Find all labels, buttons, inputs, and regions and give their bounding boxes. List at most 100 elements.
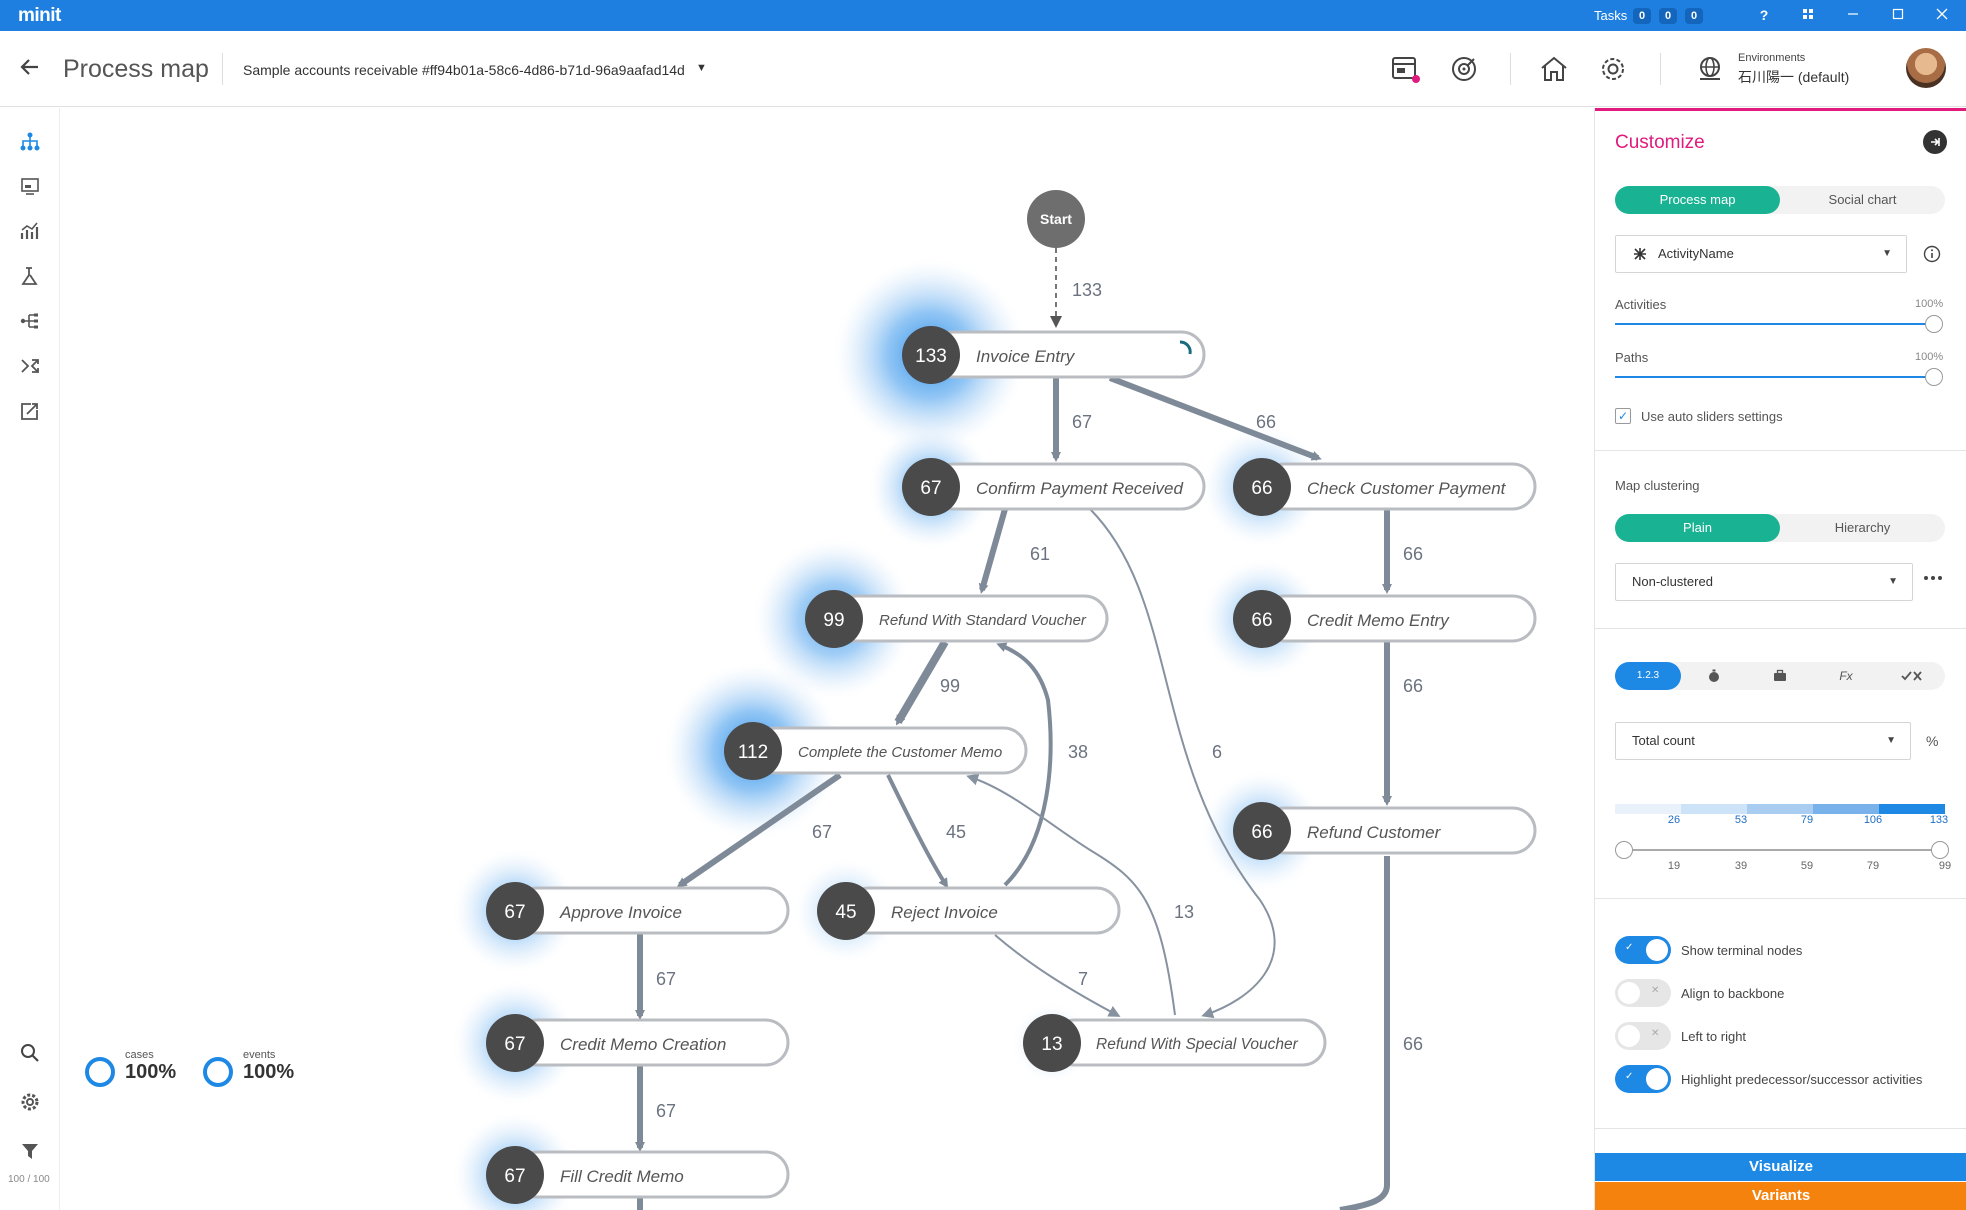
measure-select[interactable]: Total count ▼ <box>1615 722 1911 760</box>
minimize-button[interactable] <box>1841 5 1865 25</box>
range-slider-max-handle[interactable] <box>1931 841 1949 859</box>
activity-icon <box>1634 248 1646 260</box>
node-label: Credit Memo Entry <box>1307 611 1450 630</box>
cases-ring <box>85 1057 115 1087</box>
panel-accent-line <box>1595 108 1966 111</box>
highlight-activities-toggle[interactable]: ✓ <box>1615 1065 1671 1093</box>
tab-process-map[interactable]: Process map <box>1615 186 1780 214</box>
environment-value[interactable]: 石川陽一 (default) <box>1738 69 1850 85</box>
range-slider-min-handle[interactable] <box>1615 841 1633 859</box>
metric-count[interactable]: 1.2.3 <box>1615 662 1681 690</box>
node-count: 13 <box>1041 1034 1062 1055</box>
nav-dashboard[interactable] <box>18 174 42 198</box>
info-button[interactable] <box>1923 245 1941 268</box>
more-button[interactable] <box>1921 566 1945 596</box>
maximize-icon <box>1892 8 1904 20</box>
environments-button[interactable] <box>1692 51 1728 87</box>
align-to-backbone-toggle[interactable]: ✕ <box>1615 979 1671 1007</box>
percent-toggle[interactable]: % <box>1926 733 1939 749</box>
node-count: 112 <box>738 742 768 763</box>
back-button[interactable] <box>18 55 42 86</box>
node-count: 66 <box>1251 610 1272 631</box>
nav-process-map[interactable] <box>18 130 42 154</box>
nav-variants[interactable] <box>18 354 42 378</box>
process-map[interactable]: 133 67 66 61 66 99 38 6 66 67 45 13 67 7… <box>60 108 1594 1210</box>
tasks-label: Tasks <box>1594 8 1628 23</box>
process-map-canvas[interactable]: 133 67 66 61 66 99 38 6 66 67 45 13 67 7… <box>60 108 1594 1210</box>
auto-sliders-checkbox[interactable]: ✓ <box>1615 408 1631 424</box>
legend-bottom-label: 19 <box>1667 860 1681 872</box>
metric-time[interactable] <box>1681 662 1747 690</box>
show-terminal-nodes-toggle[interactable]: ✓ <box>1615 936 1671 964</box>
customize-panel: Customize Process map Social chart Activ… <box>1594 108 1966 1210</box>
home-icon <box>1541 56 1567 81</box>
nav-search[interactable] <box>18 1041 42 1065</box>
avatar[interactable] <box>1906 48 1946 88</box>
paths-slider-handle[interactable] <box>1925 368 1943 386</box>
maximize-button[interactable] <box>1886 5 1910 25</box>
node-refund-with-special-voucher[interactable]: 13 Refund With Special Voucher <box>1023 1014 1327 1072</box>
nav-settings[interactable] <box>18 1090 42 1114</box>
visualize-button[interactable]: Visualize <box>1595 1153 1966 1181</box>
header-divider <box>1660 53 1661 85</box>
activities-slider-handle[interactable] <box>1925 315 1943 333</box>
range-slider[interactable] <box>1624 849 1940 851</box>
nav-rules[interactable] <box>18 309 42 333</box>
edge-complete-reject <box>886 774 949 889</box>
process-map-icon <box>20 132 40 151</box>
pin-icon <box>1931 138 1940 146</box>
node-credit-memo-creation[interactable]: 67 Credit Memo Creation <box>486 1014 790 1072</box>
metric-cost[interactable] <box>1747 662 1813 690</box>
node-reject-invoice[interactable]: 45 Reject Invoice <box>817 882 1121 940</box>
node-check-customer-payment[interactable]: 66 Check Customer Payment <box>1233 458 1537 516</box>
legend-band <box>1879 804 1945 814</box>
node-fill-credit-memo[interactable]: 67 Fill Credit Memo <box>486 1146 790 1204</box>
node-refund-with-standard-voucher[interactable]: 99 Refund With Standard Voucher <box>805 590 1109 648</box>
close-button[interactable] <box>1930 5 1954 25</box>
node-credit-memo-entry[interactable]: 66 Credit Memo Entry <box>1233 590 1537 648</box>
metric-conformance[interactable] <box>1879 662 1945 690</box>
tab-hierarchy[interactable]: Hierarchy <box>1834 520 1891 535</box>
chevron-down-icon[interactable]: ▼ <box>696 62 707 74</box>
node-refund-customer[interactable]: 66 Refund Customer <box>1233 802 1537 860</box>
attribute-select-value: ActivityName <box>1658 246 1734 261</box>
start-node[interactable]: Start <box>1027 190 1085 248</box>
monitor-button[interactable] <box>1387 51 1423 87</box>
layout-icon <box>1803 9 1813 19</box>
attribute-select[interactable]: ActivityName ▼ <box>1615 235 1907 273</box>
tasks-queued-badge[interactable]: 0 <box>1659 8 1677 24</box>
activities-slider[interactable] <box>1615 323 1933 325</box>
project-selector[interactable]: Sample accounts receivable #ff94b01a-58c… <box>243 62 685 78</box>
tab-plain[interactable]: Plain <box>1615 514 1780 542</box>
tab-social-chart[interactable]: Social chart <box>1828 192 1897 207</box>
tasks-failed-badge[interactable]: 0 <box>1685 8 1703 24</box>
nav-analysis[interactable] <box>18 264 42 288</box>
paths-slider[interactable] <box>1615 376 1933 378</box>
nav-export[interactable] <box>18 399 42 423</box>
dashboard-icon <box>21 178 39 195</box>
cluster-select[interactable]: Non-clustered ▼ <box>1615 563 1913 601</box>
home-button[interactable] <box>1536 51 1572 87</box>
edge-label: 67 <box>656 1101 676 1121</box>
edge-refundstd-complete <box>894 639 949 726</box>
node-confirm-payment-received[interactable]: 67 Confirm Payment Received <box>902 458 1206 516</box>
edge-label: 67 <box>1072 412 1092 432</box>
node-invoice-entry[interactable]: 133 Invoice Entry <box>902 326 1206 384</box>
metric-function[interactable]: Fx <box>1813 662 1879 690</box>
settings-button[interactable] <box>1595 51 1631 87</box>
rules-icon <box>20 313 38 329</box>
nav-filter[interactable] <box>18 1139 42 1163</box>
node-approve-invoice[interactable]: 67 Approve Invoice <box>486 882 790 940</box>
pin-button[interactable] <box>1923 130 1947 154</box>
node-complete-the-customer-memo[interactable]: 112 Complete the Customer Memo <box>724 722 1028 780</box>
help-button[interactable]: ? <box>1759 7 1769 23</box>
header-divider <box>1510 53 1511 85</box>
variants-button[interactable]: Variants <box>1595 1182 1966 1210</box>
layout-button[interactable] <box>1796 5 1820 25</box>
edge-label: 66 <box>1403 544 1423 564</box>
target-button[interactable] <box>1446 51 1482 87</box>
nav-charts[interactable] <box>18 219 42 243</box>
left-to-right-toggle[interactable]: ✕ <box>1615 1022 1671 1050</box>
tasks-running-badge[interactable]: 0 <box>1633 8 1651 24</box>
